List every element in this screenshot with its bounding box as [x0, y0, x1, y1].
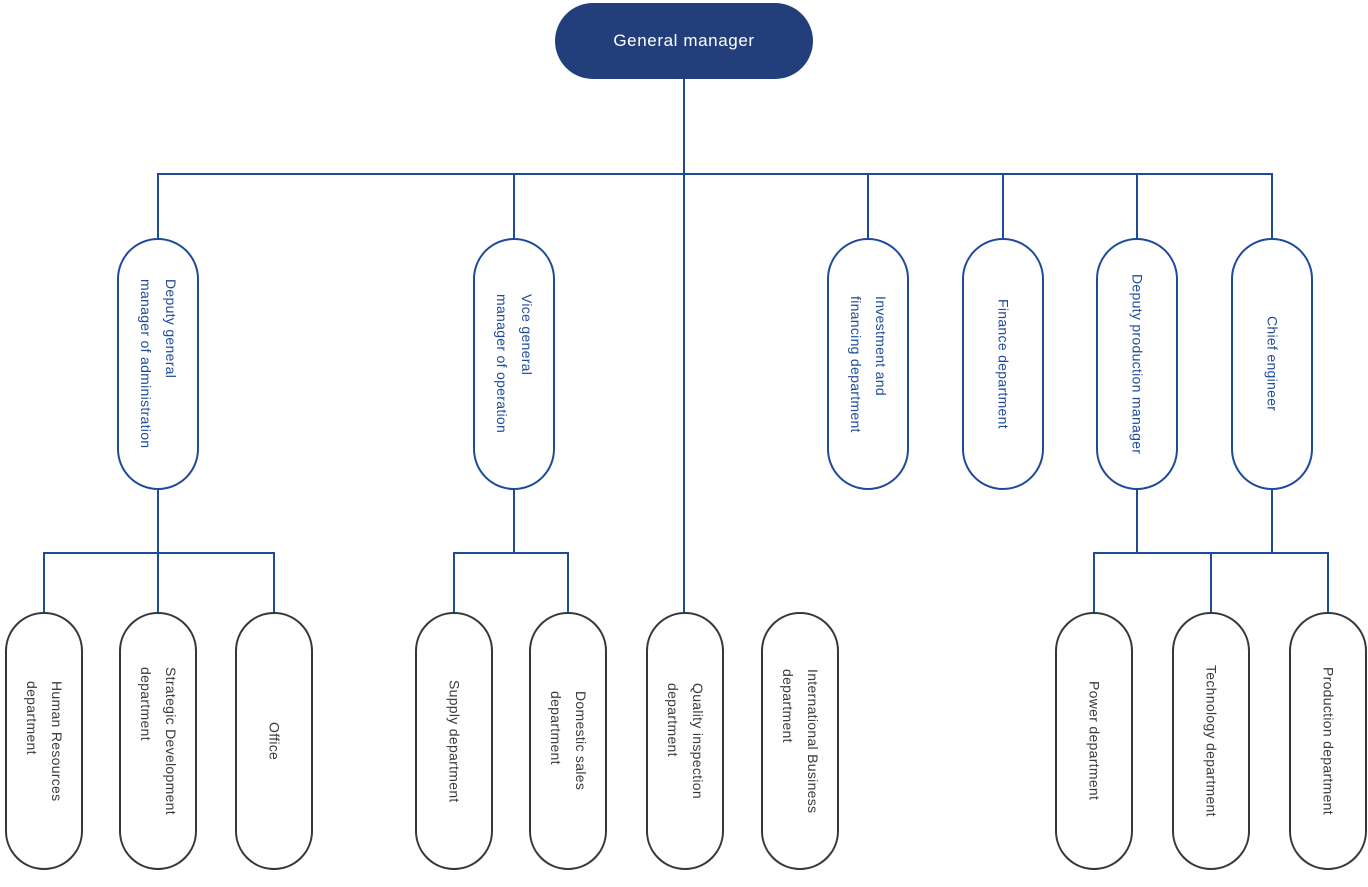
node-label: Chief engineer [1264, 316, 1281, 412]
node-production-department[interactable]: Production department [1289, 612, 1367, 870]
node-strategic-development-department[interactable]: Strategic Development department [119, 612, 197, 870]
connector-drop-power [1093, 552, 1095, 612]
node-label: Power department [1086, 681, 1103, 801]
connector-drop-finance [1002, 173, 1004, 238]
node-quality-inspection-department[interactable]: Quality inspection department [646, 612, 724, 870]
node-label: Domestic sales department [548, 691, 589, 791]
connector-drop-deputy-production [1136, 173, 1138, 238]
connector-riser-admin [157, 490, 159, 554]
node-label: Human Resources department [24, 680, 65, 802]
connector-riser-operation [513, 490, 515, 554]
connector-drop-supply [453, 552, 455, 612]
node-label: Vice general manager of operation [494, 294, 535, 434]
node-general-manager[interactable]: General manager [555, 3, 813, 79]
node-investment-and-financing-department[interactable]: Investment and financing department [827, 238, 909, 490]
node-human-resources-department[interactable]: Human Resources department [5, 612, 83, 870]
node-power-department[interactable]: Power department [1055, 612, 1133, 870]
node-vice-general-manager-of-operation[interactable]: Vice general manager of operation [473, 238, 555, 490]
connector-admin-bus [43, 552, 275, 554]
connector-drop-deputy-admin [157, 173, 159, 238]
connector-drop-investment [867, 173, 869, 238]
connector-drop-vice-operation [513, 173, 515, 238]
node-label: Quality inspection department [665, 683, 706, 799]
node-label: Finance department [995, 299, 1012, 429]
connector-riser-chief-engineer [1271, 490, 1273, 554]
connector-drop-production [1327, 552, 1329, 612]
node-label: Investment and financing department [848, 295, 889, 433]
node-general-manager-label: General manager [613, 31, 755, 50]
node-deputy-general-manager-of-administration[interactable]: Deputy general manager of administration [117, 238, 199, 490]
connector-drop-chief-engineer [1271, 173, 1273, 238]
connector-drop-hr [43, 552, 45, 612]
node-domestic-sales-department[interactable]: Domestic sales department [529, 612, 607, 870]
node-technology-department[interactable]: Technology department [1172, 612, 1250, 870]
node-label: International Business department [780, 668, 821, 814]
node-office[interactable]: Office [235, 612, 313, 870]
node-international-business-department[interactable]: International Business department [761, 612, 839, 870]
node-chief-engineer[interactable]: Chief engineer [1231, 238, 1313, 490]
connector-drop-technology [1210, 552, 1212, 612]
node-deputy-production-manager[interactable]: Deputy production manager [1096, 238, 1178, 490]
connector-drop-office [273, 552, 275, 612]
connector-level1-bus [157, 173, 1273, 175]
node-label: Technology department [1203, 665, 1220, 817]
connector-riser-deputy-production [1136, 490, 1138, 554]
node-label: Office [266, 721, 283, 761]
connector-drop-strategic [157, 552, 159, 612]
node-label: Deputy general manager of administration [138, 279, 179, 449]
node-label: Deputy production manager [1129, 273, 1146, 455]
connector-operation-bus [453, 552, 569, 554]
node-label: Production department [1320, 667, 1337, 815]
connector-root-stem [683, 79, 685, 612]
node-label: Strategic Development department [138, 667, 179, 815]
node-supply-department[interactable]: Supply department [415, 612, 493, 870]
connector-drop-domestic-sales [567, 552, 569, 612]
node-finance-department[interactable]: Finance department [962, 238, 1044, 490]
node-label: Supply department [446, 679, 463, 803]
